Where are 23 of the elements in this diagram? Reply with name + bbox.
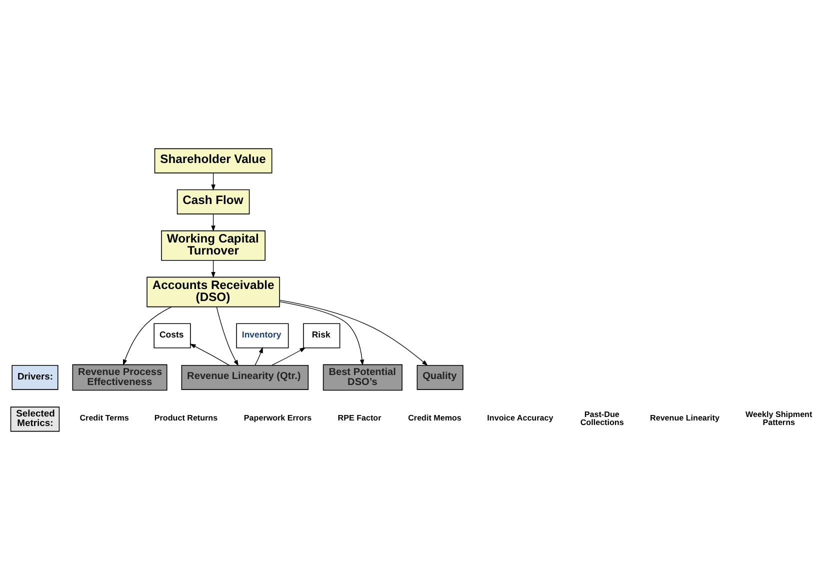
node-box: Working Capital Turnover	[161, 230, 266, 261]
arrow	[211, 214, 216, 232]
node-box: Accounts Receivable (DSO)	[146, 276, 280, 308]
arrow	[211, 260, 216, 278]
arrow	[216, 306, 239, 366]
node-box: Best Potential DSO’s	[322, 364, 402, 391]
node-box: Drivers:	[12, 364, 58, 390]
node-box: Revenue Linearity (Qtr.)	[181, 364, 309, 390]
arrow	[211, 172, 216, 191]
node-box: Selected Metrics:	[10, 406, 60, 432]
arrow	[279, 300, 428, 366]
node-box: Revenue Process Effectiveness	[72, 364, 168, 391]
node-box: Quality	[416, 364, 464, 390]
arrow	[271, 347, 306, 366]
node-box: Costs	[154, 323, 191, 348]
node-box: Inventory	[236, 323, 289, 348]
arrow	[254, 346, 263, 366]
node-box: Cash Flow	[176, 189, 250, 214]
node-box: Shareholder Value	[154, 148, 272, 174]
arrow	[190, 344, 230, 366]
arrow	[123, 306, 172, 366]
node-box: Risk	[303, 323, 340, 348]
arrow	[279, 301, 364, 366]
